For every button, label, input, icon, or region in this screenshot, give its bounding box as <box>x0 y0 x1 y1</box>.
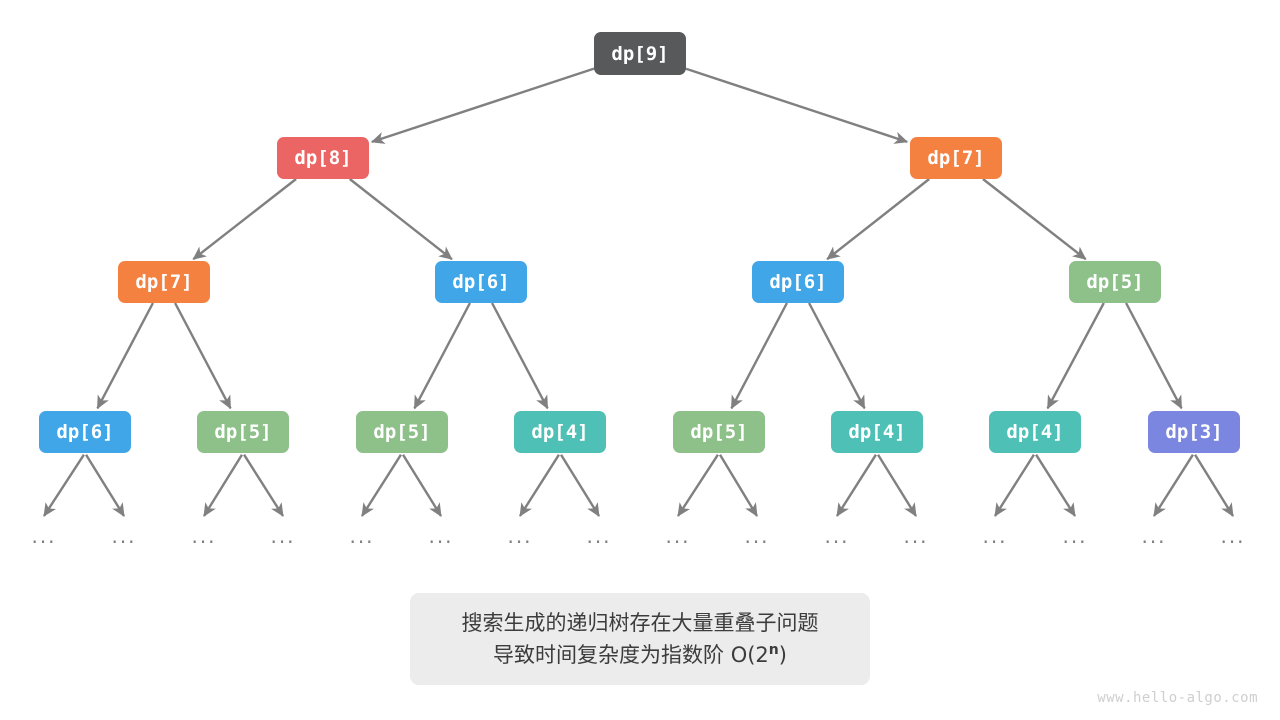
ellipsis-marker: ... <box>1062 524 1088 548</box>
ellipsis-marker: ... <box>428 524 454 548</box>
leaf-stub-edge-4 <box>360 454 402 517</box>
ellipsis-marker: ... <box>903 524 929 548</box>
caption-line-2-suffix: ) <box>778 643 787 667</box>
ellipsis-marker: ... <box>824 524 850 548</box>
leaf-stub-edge-14 <box>1152 454 1194 517</box>
caption-exponent: n <box>768 642 779 658</box>
caption-box: 搜索生成的递归树存在大量重叠子问题 导致时间复杂度为指数阶 O(2n) <box>410 593 870 685</box>
watermark: www.hello-algo.com <box>1097 690 1258 706</box>
ellipsis-marker: ... <box>982 524 1008 548</box>
caption-line-2: 导致时间复杂度为指数阶 O(2n) <box>493 639 787 671</box>
ellipsis-marker: ... <box>31 524 57 548</box>
tree-node-dp6-l2: dp[6] <box>752 261 844 303</box>
tree-node-dp4-l3: dp[4] <box>514 411 606 453</box>
leaf-stub-edge-13 <box>1035 454 1077 517</box>
edge-n6-to-n13 <box>1046 302 1105 410</box>
tree-node-dp5-l3: dp[5] <box>673 411 765 453</box>
edge-n3-to-n7 <box>96 302 155 410</box>
tree-node-dp8-l1: dp[8] <box>277 137 369 179</box>
edge-n1-to-n3 <box>192 178 297 261</box>
ellipsis-marker: ... <box>665 524 691 548</box>
leaf-stub-edge-8 <box>676 454 719 517</box>
edge-n6-to-n14 <box>1124 302 1183 410</box>
tree-node-dp4-l3: dp[4] <box>831 411 923 453</box>
leaf-stub-edge-9 <box>719 454 759 517</box>
edge-n4-to-n9 <box>413 302 472 410</box>
leaf-stub-edge-10 <box>835 454 877 517</box>
edge-n2-to-n6 <box>982 178 1087 261</box>
tree-node-dp7-l1: dp[7] <box>910 137 1002 179</box>
edge-n3-to-n8 <box>173 302 232 410</box>
leaf-stub-edge-6 <box>518 454 560 517</box>
leaf-stub-edge-5 <box>402 454 443 517</box>
edge-n1-to-n4 <box>349 178 453 261</box>
edge-n5-to-n11 <box>730 302 789 410</box>
leaf-stub-edge-1 <box>85 454 126 517</box>
leaf-stub-edge-11 <box>877 454 918 517</box>
tree-node-dp9-l0: dp[9] <box>594 32 686 75</box>
edge-n4-to-n10 <box>490 302 549 410</box>
tree-node-dp6-l3: dp[6] <box>39 411 131 453</box>
tree-node-dp5-l2: dp[5] <box>1069 261 1161 303</box>
tree-node-dp4-l3: dp[4] <box>989 411 1081 453</box>
leaf-stub-edge-0 <box>42 454 85 517</box>
edge-n2-to-n5 <box>826 178 930 261</box>
caption-line-1: 搜索生成的递归树存在大量重叠子问题 <box>461 611 819 635</box>
edge-n5-to-n12 <box>807 302 866 410</box>
ellipsis-marker: ... <box>586 524 612 548</box>
ellipsis-marker: ... <box>270 524 296 548</box>
ellipsis-marker: ... <box>111 524 137 548</box>
ellipsis-marker: ... <box>1220 524 1246 548</box>
leaf-stub-edge-12 <box>993 454 1035 517</box>
leaf-stub-edge-15 <box>1194 454 1235 517</box>
caption-line-2-prefix: 导致时间复杂度为指数阶 O(2 <box>493 643 769 667</box>
edge-n0-to-n1 <box>370 67 595 144</box>
ellipsis-marker: ... <box>191 524 217 548</box>
leaf-stub-edge-7 <box>560 454 601 517</box>
tree-node-dp6-l2: dp[6] <box>435 261 527 303</box>
tree-node-dp5-l3: dp[5] <box>197 411 289 453</box>
tree-node-dp7-l2: dp[7] <box>118 261 210 303</box>
leaf-stub-edge-3 <box>243 454 285 517</box>
edge-n0-to-n2 <box>685 67 909 144</box>
ellipsis-marker: ... <box>349 524 375 548</box>
ellipsis-marker: ... <box>507 524 533 548</box>
ellipsis-marker: ... <box>1141 524 1167 548</box>
ellipsis-marker: ... <box>744 524 770 548</box>
tree-node-dp3-l3: dp[3] <box>1148 411 1240 453</box>
leaf-stub-edge-2 <box>202 454 243 517</box>
tree-node-dp5-l3: dp[5] <box>356 411 448 453</box>
